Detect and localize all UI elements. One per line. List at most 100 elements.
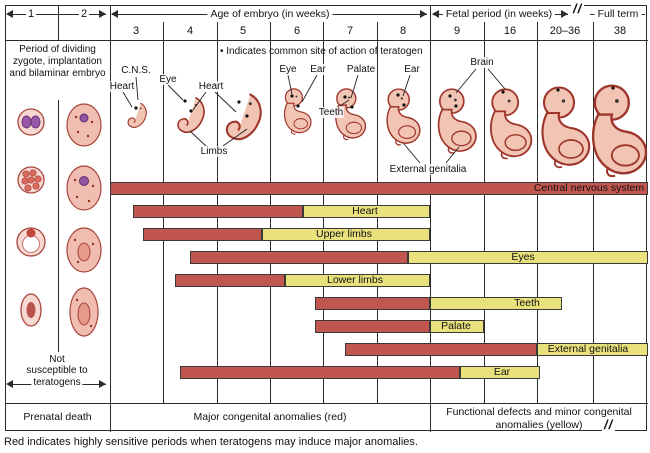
embryo-week5-figure — [225, 93, 262, 141]
not-susceptible-line2: susceptible to — [24, 365, 90, 376]
teratogen-note: • Indicates common site of action of ter… — [220, 46, 423, 57]
embryo-week8-figure — [386, 88, 421, 146]
week-label: 6 — [291, 25, 303, 37]
bar-segment-yellow — [537, 343, 648, 356]
fetus-week9-figure — [437, 88, 477, 154]
not-susceptible-line3: teratogens — [31, 377, 83, 388]
week-label: 4 — [184, 25, 196, 37]
week-label: 9 — [451, 25, 463, 37]
bar-segment-red — [110, 182, 648, 195]
week-label: 1 — [25, 8, 37, 20]
embryo-week6-figure — [283, 88, 312, 135]
morula-figure — [17, 166, 45, 194]
footer-major-anomalies: Major congenital anomalies (red) — [193, 411, 347, 423]
bar-segment-red — [190, 251, 408, 264]
bar-segment-red — [180, 366, 460, 379]
fetus-week16-figure — [489, 88, 533, 160]
arrowhead-icon — [99, 10, 106, 18]
zygote-period-description: Period of dividing zygote, implantation … — [9, 44, 106, 79]
bar-label: External genitalia — [547, 343, 629, 355]
grid-line — [5, 403, 648, 404]
full-term-label: Full term — [594, 8, 642, 20]
bar-label: Central nervous system — [533, 182, 645, 194]
grid-line — [593, 22, 594, 403]
bar-label: Eyes — [511, 251, 535, 263]
bar-label: Palate — [441, 320, 471, 332]
implanted-embryo-figure — [69, 287, 99, 337]
bar-segment-yellow — [262, 228, 430, 241]
figure-label: Heart — [108, 81, 136, 92]
figure-label: External genitalia — [388, 164, 468, 175]
figure-caption: Red indicates highly sensitive periods w… — [4, 436, 418, 448]
bar-label: Upper limbs — [315, 228, 373, 240]
bar-segment-yellow — [408, 251, 648, 264]
figure-label: Palate — [345, 64, 377, 75]
footer-functional-line2: anomalies (yellow) — [495, 418, 583, 431]
implantation-figure — [66, 165, 102, 211]
footer-prenatal-death: Prenatal death — [23, 411, 92, 423]
implantation-figure — [66, 103, 102, 147]
week-label: 8 — [397, 25, 409, 37]
blastocyst-figure — [16, 227, 46, 257]
week-label: 2 — [78, 8, 90, 20]
bar-segment-red — [315, 320, 430, 333]
bar-segment-red — [143, 228, 262, 241]
diagram-border — [5, 5, 647, 431]
grid-line — [5, 40, 648, 41]
weeks-1-2-arrow — [8, 14, 106, 15]
grid-line — [430, 5, 431, 432]
bar-segment-red — [345, 343, 537, 356]
figure-label: Eye — [158, 74, 178, 85]
bar-segment-yellow — [303, 205, 430, 218]
arrowhead-icon — [432, 10, 439, 18]
bar-segment-red — [315, 297, 430, 310]
week-label: 20–36 — [547, 25, 583, 37]
week-label: 3 — [130, 25, 142, 37]
fetus-week38-figure — [591, 84, 648, 178]
footer-break-icon: // — [602, 417, 616, 432]
development-figures — [16, 68, 648, 337]
week-label: 5 — [237, 25, 249, 37]
teratogen-site-dots — [134, 86, 615, 118]
bar-segment-yellow — [430, 320, 484, 333]
bilaminar-disc-figure — [20, 293, 42, 327]
grid-line — [110, 5, 111, 432]
fetus-week20-36-figure — [541, 86, 591, 169]
arrowhead-icon — [6, 10, 13, 18]
figure-label: Ear — [309, 64, 327, 75]
week-label: 16 — [501, 25, 519, 37]
grid-line — [484, 22, 485, 403]
embryo-period-label: Age of embryo (in weeks) — [207, 8, 333, 20]
bar-label: Heart — [352, 205, 378, 217]
bar-label: Ear — [493, 366, 511, 378]
label-leader-lines — [122, 68, 506, 164]
embryo-week4-figure — [177, 97, 205, 134]
figure-label: Limbs — [199, 146, 229, 157]
arrowhead-icon — [6, 380, 13, 388]
bar-segment-yellow — [460, 366, 540, 379]
arrowhead-icon — [561, 10, 568, 18]
grid-line — [58, 5, 59, 40]
bar-label: Teeth — [514, 297, 540, 309]
implanted-embryo-figure — [66, 227, 102, 273]
figure-label: C.N.S. — [120, 65, 152, 76]
bar-segment-red — [133, 205, 303, 218]
fetal-period-label: Fetal period (in weeks) — [442, 8, 556, 20]
arrowhead-icon — [420, 10, 427, 18]
bar-segment-yellow — [430, 297, 562, 310]
week-label: 7 — [344, 25, 356, 37]
arrowhead-icon — [99, 380, 106, 388]
footer-functional-line1: Functional defects and minor congenital — [446, 406, 632, 418]
timeline-break-icon: // — [571, 1, 585, 16]
bar-segment-red — [175, 274, 285, 287]
figure-label: Eye — [278, 64, 298, 75]
grid-line — [58, 100, 59, 352]
not-susceptible-line1: Not — [47, 354, 67, 365]
week-label: 38 — [611, 25, 629, 37]
grid-line — [537, 22, 538, 403]
figure-label: Ear — [403, 64, 421, 75]
figure-label: Heart — [197, 81, 225, 92]
two-cell-stage-figure — [17, 108, 45, 136]
figure-label: Teeth — [317, 107, 345, 118]
